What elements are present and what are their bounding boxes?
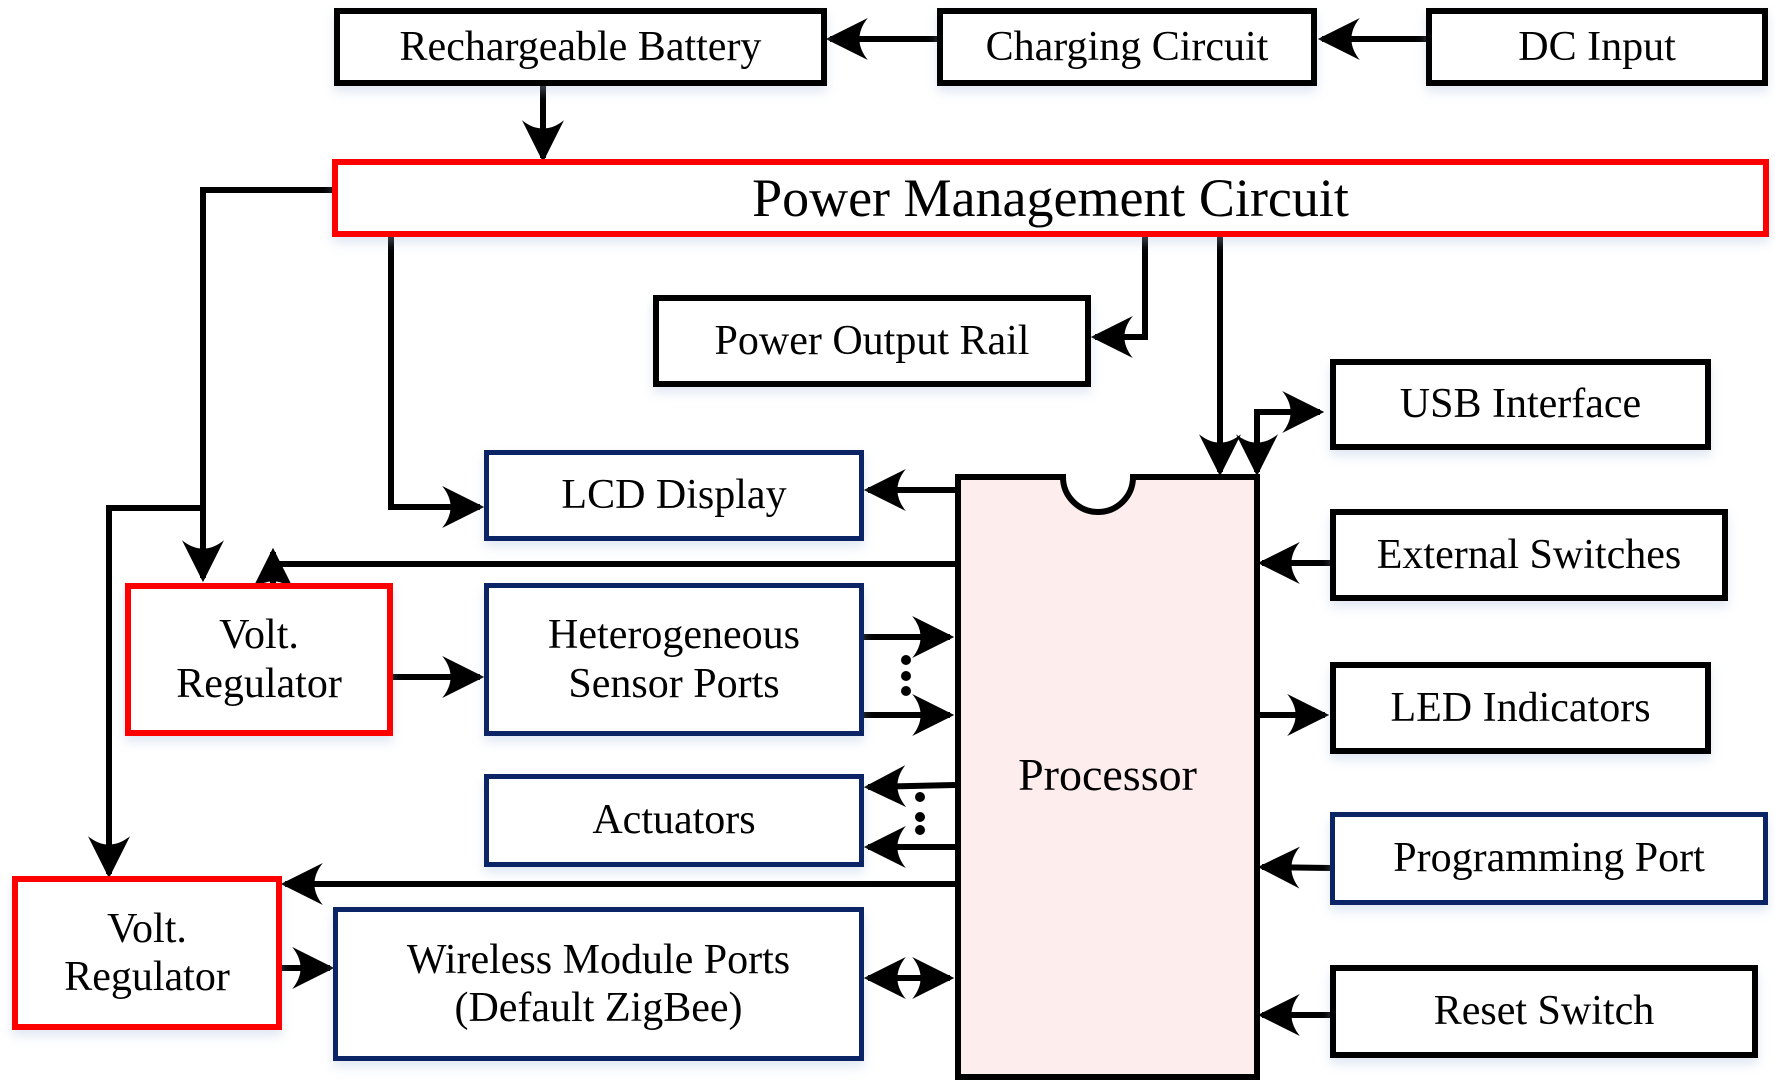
wireless-ports-label: Wireless Module Ports (Default ZigBee) [406,936,791,1031]
wire-processor-to-actuators-1 [863,765,956,808]
external-switches-label: External Switches [1376,531,1682,578]
external-switches-block[interactable]: External Switches [1330,509,1728,601]
sensor-ports-label: Heterogeneous Sensor Ports [548,612,800,707]
programming-port-label: Programming Port [1393,835,1705,882]
wire-pmc-to-rail [1090,233,1148,358]
actuators-label: Actuators [592,797,756,844]
power-management-label: Power Management Circuit [752,167,1349,228]
processor-label: Processor [1018,749,1197,800]
volt-regulator-2-block[interactable]: Volt. Regulator [12,876,282,1030]
power-output-rail-block[interactable]: Power Output Rail [653,295,1091,387]
ellipsis-dot [901,671,911,681]
wire-programming-to-processor [1257,846,1331,889]
wire-pmc-to-vreg1 [182,187,335,583]
wire-processor-to-vreg1 [270,561,955,585]
wire-pmc-to-vreg2 [88,505,203,879]
volt-regulator-1-block[interactable]: Volt. Regulator [125,583,393,736]
ellipsis-dot [915,825,925,835]
power-management-block[interactable]: Power Management Circuit [332,159,1769,237]
wireless-ports-block[interactable]: Wireless Module Ports (Default ZigBee) [333,907,864,1061]
rechargeable-battery-block[interactable]: Rechargeable Battery [334,8,827,86]
volt-regulator-1-label: Volt. Regulator [176,612,342,707]
ellipsis-dot [901,686,911,696]
rechargeable-battery-label: Rechargeable Battery [399,23,762,70]
actuators-block[interactable]: Actuators [484,774,864,867]
ellipsis-dot [901,655,911,665]
lcd-display-block[interactable]: LCD Display [484,450,864,541]
dc-input-block[interactable]: DC Input [1426,8,1768,86]
led-indicators-label: LED Indicators [1390,684,1651,731]
charging-circuit-block[interactable]: Charging Circuit [937,8,1317,86]
wire-processor-to-usb [1254,391,1325,472]
dc-input-label: DC Input [1518,23,1676,70]
charging-circuit-label: Charging Circuit [985,23,1269,70]
wire-pmc-to-lcd [388,233,485,528]
led-indicators-block[interactable]: LED Indicators [1330,662,1711,754]
reset-switch-label: Reset Switch [1433,988,1655,1035]
ellipsis-dot [915,812,925,822]
programming-port-block[interactable]: Programming Port [1330,812,1768,905]
volt-regulator-2-label: Volt. Regulator [64,905,230,1000]
processor-body [955,474,1260,1080]
usb-interface-label: USB Interface [1399,381,1642,428]
ellipsis-dot [915,792,925,802]
usb-interface-block[interactable]: USB Interface [1330,359,1711,450]
reset-switch-block[interactable]: Reset Switch [1330,965,1758,1058]
sensor-ports-block[interactable]: Heterogeneous Sensor Ports [484,583,864,736]
lcd-display-label: LCD Display [561,472,787,519]
power-output-rail-label: Power Output Rail [714,317,1030,364]
